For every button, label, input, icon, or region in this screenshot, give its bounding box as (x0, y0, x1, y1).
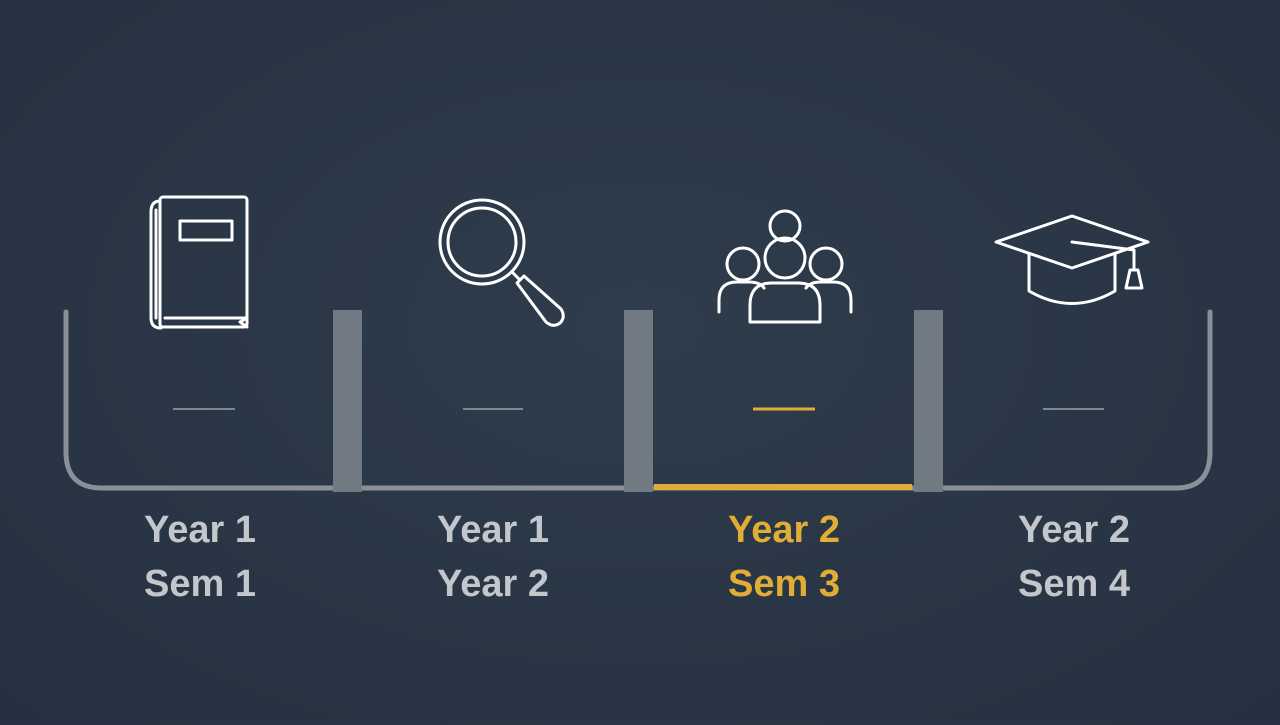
stage-label-line2: Sem 3 (728, 563, 840, 605)
timeline-track (63, 309, 1213, 491)
stage-label-line2: Sem 4 (1018, 563, 1130, 605)
timeline-divider (333, 310, 362, 492)
stage-label-line2: Sem 1 (144, 563, 256, 605)
stage-label-active: Year 2 Sem 3 (664, 503, 904, 611)
stage-label: Year 1 Sem 1 (80, 503, 320, 611)
magnifier-icon (438, 198, 565, 327)
timeline-divider (624, 310, 653, 492)
stage-label-line1: Year 2 (728, 509, 840, 551)
timeline-divider (914, 310, 943, 492)
book-icon (149, 195, 249, 330)
stage-label-line1: Year 1 (144, 509, 256, 551)
stage-label-line1: Year 2 (1018, 509, 1130, 551)
stage-label: Year 2 Sem 4 (954, 503, 1194, 611)
group-icon (717, 209, 853, 324)
stage-label-line2: Year 2 (437, 563, 549, 605)
stage-label-line1: Year 1 (437, 509, 549, 551)
graduation-cap-icon (994, 214, 1150, 305)
stage-label: Year 1 Year 2 (373, 503, 613, 611)
